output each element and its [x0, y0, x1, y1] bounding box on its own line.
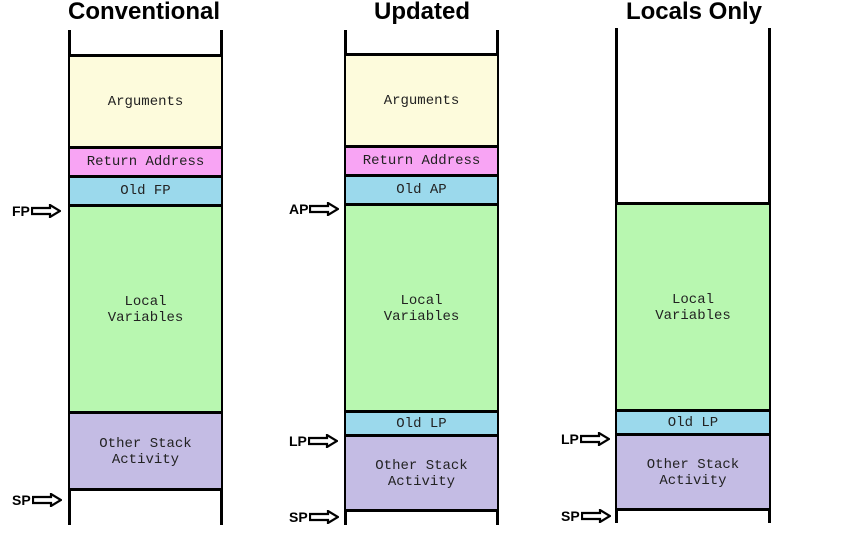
right-arrow-icon: [308, 510, 339, 524]
pointer-sp: SP: [561, 508, 611, 524]
block-return-address: Return Address: [346, 145, 497, 174]
pointer-sp: SP: [12, 492, 62, 508]
right-arrow-icon: [580, 509, 611, 523]
block-old-fp: Old FP: [70, 175, 221, 204]
column-title-conventional: Conventional: [67, 0, 221, 25]
right-arrow-icon: [307, 434, 338, 448]
block-arguments: Arguments: [70, 54, 221, 146]
stack-bottom-line: [346, 509, 497, 512]
pointer-sp: SP: [289, 509, 339, 525]
stack-bottom-line: [617, 508, 769, 511]
pointer-ap: AP: [289, 201, 340, 217]
pointer-lp: LP: [561, 431, 610, 447]
block-other-stack-activity: Other Stack Activity: [346, 434, 497, 510]
block-old-ap: Old AP: [346, 174, 497, 203]
stack-right-wall: [220, 30, 223, 525]
stack-left-wall: [615, 28, 618, 523]
column-title-updated: Updated: [374, 0, 470, 25]
right-arrow-icon: [309, 202, 340, 216]
column-title-locals-only: Locals Only: [625, 0, 763, 25]
block-arguments: Arguments: [346, 53, 497, 145]
block-other-stack-activity: Other Stack Activity: [70, 411, 221, 489]
block-return-address: Return Address: [70, 146, 221, 175]
right-arrow-icon: [31, 493, 62, 507]
block-local-variables: Local Variables: [346, 203, 497, 411]
stack-right-wall: [496, 30, 499, 525]
stack-left-wall: [68, 30, 71, 525]
stack-bottom-line: [70, 488, 221, 491]
right-arrow-icon: [30, 204, 61, 218]
block-old-lp: Old LP: [617, 409, 769, 434]
pointer-lp: LP: [289, 433, 338, 449]
block-old-lp: Old LP: [346, 410, 497, 435]
pointer-fp: FP: [12, 203, 61, 219]
stack-left-wall: [344, 30, 347, 525]
block-local-variables: Local Variables: [70, 204, 221, 412]
block-other-stack-activity: Other Stack Activity: [617, 433, 769, 509]
block-local-variables: Local Variables: [617, 202, 769, 410]
stack-right-wall: [768, 28, 771, 523]
right-arrow-icon: [579, 432, 610, 446]
